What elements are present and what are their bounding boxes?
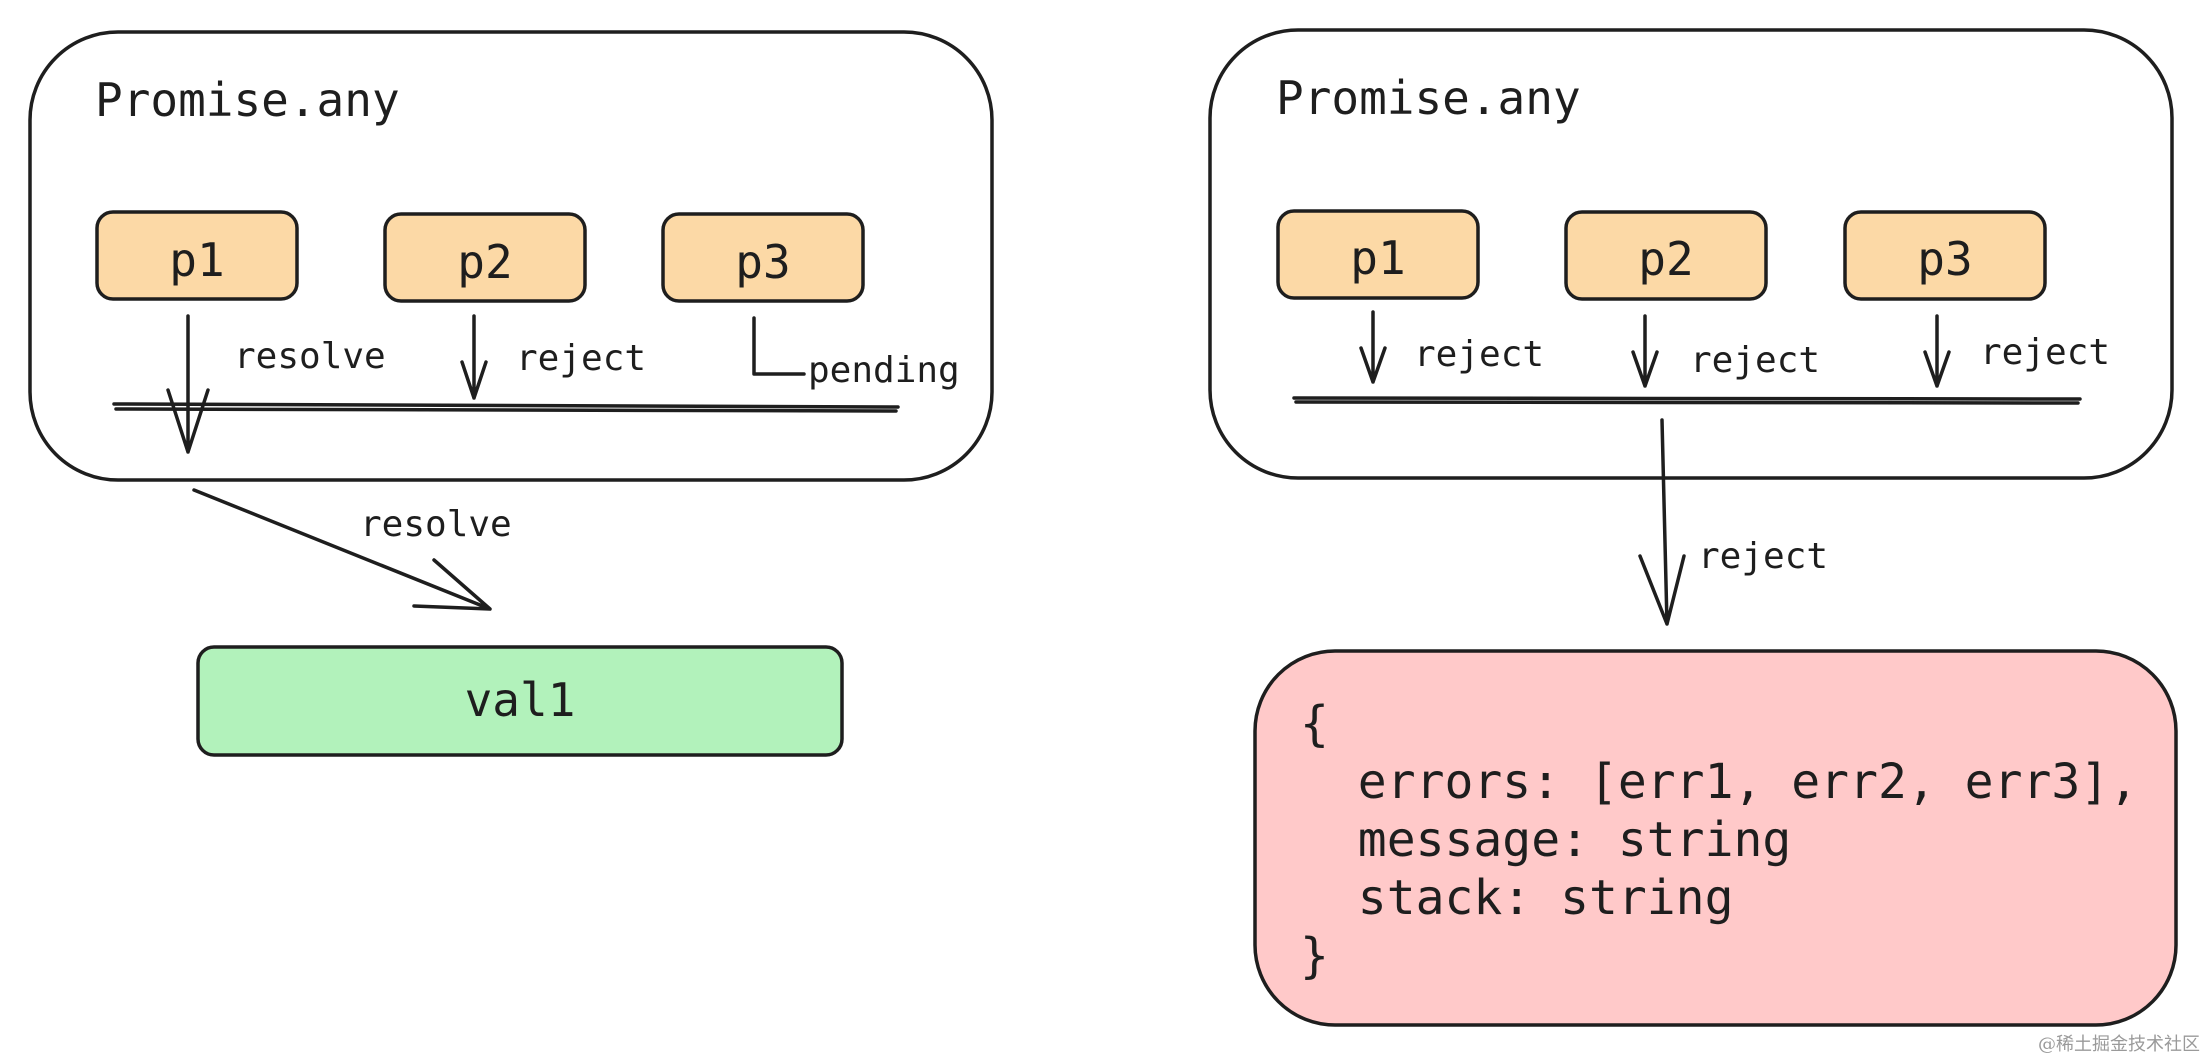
right-pill-p1-label: p1 [1350, 231, 1405, 285]
left-p3-pending-connector [752, 316, 806, 376]
right-panel: Promise.any p1 p2 p3 reject reject rejec… [1208, 28, 2178, 1027]
right-pill-p3 [1843, 210, 2047, 301]
watermark: @稀土掘金技术社区 [2038, 1034, 2200, 1055]
left-outcome-arrow [192, 488, 492, 611]
right-p1-state-label: reject [1414, 334, 1544, 375]
right-p2-state-label: reject [1690, 340, 1820, 381]
right-result-line-2: errors: [err1, err2, err3], [1300, 754, 2138, 810]
left-pill-p2 [383, 212, 587, 303]
left-pill-p2-label: p2 [457, 235, 512, 289]
right-outcome-label: reject [1698, 536, 1828, 577]
right-result-line-1: { [1300, 696, 1329, 752]
right-result-line-4: stack: string [1300, 870, 1733, 926]
right-pill-p3-label: p3 [1917, 232, 1972, 286]
left-p2-reject-arrow [460, 314, 488, 400]
left-result-box [196, 645, 844, 757]
right-p3-reject-arrow [1923, 314, 1951, 388]
left-p3-state-label: pending [808, 350, 960, 391]
right-title: Promise.any [1276, 71, 1581, 125]
right-result-line-3: message: string [1300, 812, 1791, 868]
right-p2-reject-arrow [1631, 314, 1659, 388]
left-p2-state-label: reject [516, 338, 646, 379]
right-result-box [1253, 649, 2178, 1027]
right-p3-state-label: reject [1980, 332, 2110, 373]
left-pill-p3-label: p3 [735, 235, 790, 289]
left-outcome-label: resolve [360, 504, 512, 545]
right-settle-line [1292, 396, 2082, 405]
right-pill-p1 [1276, 209, 1480, 300]
left-result-value: val1 [465, 673, 576, 727]
left-p1-state-label: resolve [234, 336, 386, 377]
right-result-line-5: } [1300, 928, 1329, 984]
right-pill-p2-label: p2 [1638, 232, 1693, 286]
left-pill-p1 [95, 210, 299, 301]
left-panel: Promise.any p1 p2 p3 resolve reject pend… [28, 30, 994, 757]
right-pill-p2 [1564, 210, 1768, 301]
left-settle-line [112, 402, 900, 413]
right-outcome-arrow [1638, 418, 1686, 626]
left-title: Promise.any [95, 73, 400, 127]
left-pill-p1-label: p1 [169, 233, 224, 287]
left-pill-p3 [661, 212, 865, 303]
right-p1-reject-arrow [1359, 310, 1387, 384]
